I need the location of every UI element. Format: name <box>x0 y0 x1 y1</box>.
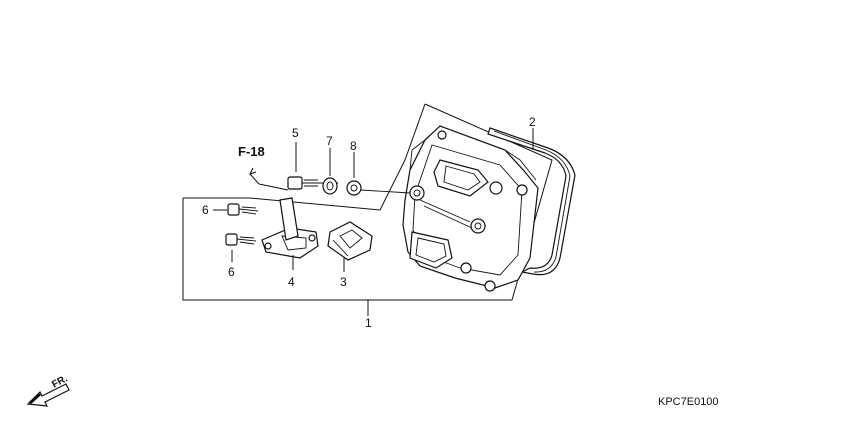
callout-7: 7 <box>326 134 333 148</box>
bolt-part-6-lower <box>225 233 257 246</box>
callout-4: 4 <box>288 275 295 289</box>
callout-1: 1 <box>365 316 372 330</box>
seal-washer <box>322 177 338 195</box>
front-direction-arrow-icon <box>26 383 70 407</box>
diagram-code: KPC7E0100 <box>658 396 719 408</box>
callout-8: 8 <box>350 139 357 153</box>
assembly-frame <box>182 103 553 301</box>
callout-5: 5 <box>292 126 299 140</box>
callout-2: 2 <box>529 115 536 129</box>
callout-6-upper: 6 <box>202 203 209 217</box>
callout-6-lower: 6 <box>228 265 235 279</box>
head-cover-gasket <box>487 127 576 276</box>
bolt-part-6-upper <box>227 203 259 216</box>
cylinder-head-cover <box>402 125 539 292</box>
breather-plate <box>261 197 319 259</box>
rubber-mount <box>346 180 411 196</box>
leader-lines <box>213 128 534 316</box>
separator-plate <box>327 221 373 261</box>
bolt-part-5 <box>287 176 338 190</box>
callout-3: 3 <box>340 275 347 289</box>
reference-label: F-18 <box>238 144 265 159</box>
